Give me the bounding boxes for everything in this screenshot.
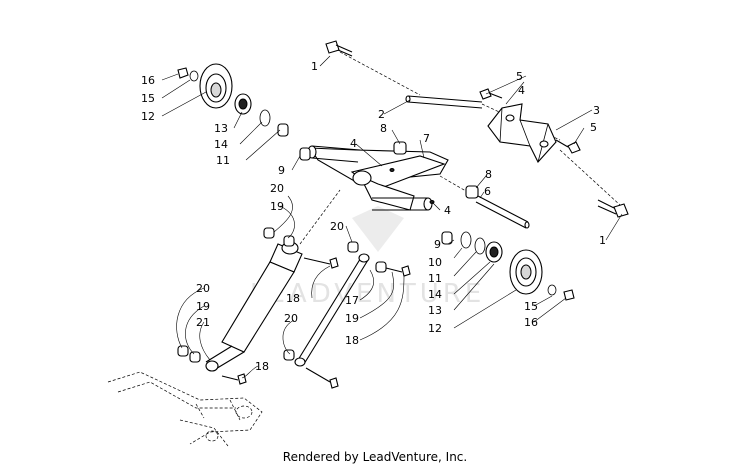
callout-18-right: 18	[345, 334, 359, 347]
callout-1-bottom: 1	[599, 234, 606, 247]
bolt-part-1-lower	[597, 199, 629, 218]
callout-20-center: 20	[330, 220, 344, 233]
bushing-8-lower	[465, 185, 479, 199]
callout-9-right: 9	[434, 238, 441, 251]
callout-2: 2	[378, 108, 385, 121]
callout-14-right: 14	[428, 288, 442, 301]
callout-13-right: 13	[428, 304, 442, 317]
callout-19-mid: 19	[345, 312, 359, 325]
callout-16-left: 16	[141, 74, 155, 87]
wheel-right	[441, 231, 575, 301]
callout-15-left: 15	[141, 92, 155, 105]
callout-21: 21	[196, 316, 210, 329]
callout-11-right: 11	[428, 272, 442, 285]
wheel-left	[177, 63, 311, 161]
callout-8-upper: 8	[380, 122, 387, 135]
callout-18-lower: 18	[255, 360, 269, 373]
callout-6: 6	[484, 185, 491, 198]
callout-17: 17	[345, 294, 359, 307]
link-rod	[283, 241, 411, 389]
callout-13-left: 13	[214, 122, 228, 135]
callout-8-lower: 8	[485, 168, 492, 181]
callout-14-left: 14	[214, 138, 228, 151]
bracket-bolt-5-upper	[479, 88, 503, 100]
callout-4-right: 4	[518, 84, 525, 97]
callout-5-top: 5	[516, 70, 523, 83]
callout-12-left: 12	[141, 110, 155, 123]
shock-absorber	[205, 189, 341, 385]
lower-frame	[107, 371, 263, 447]
callout-7: 7	[423, 132, 430, 145]
mounting-bracket	[487, 103, 557, 163]
spacers-left	[177, 227, 295, 363]
watermark: LEADVENTURE	[250, 206, 485, 309]
callout-15-right: 15	[524, 300, 538, 313]
pivot-rod	[439, 175, 530, 229]
callout-4-upper: 4	[350, 137, 357, 150]
callout-labels: 1 2 3 4 4 4 5 5 1 8 7 8 6 16 15 12 13 14…	[141, 60, 606, 373]
callout-1-top: 1	[311, 60, 318, 73]
callout-19-lower: 19	[196, 300, 210, 313]
callout-5-side: 5	[590, 121, 597, 134]
callout-12-right: 12	[428, 322, 442, 335]
render-credit: Rendered by LeadVenture, Inc.	[282, 450, 468, 464]
bracket-bolt-5-lower	[555, 139, 581, 154]
callout-3: 3	[593, 104, 600, 117]
callout-16-right: 16	[524, 316, 538, 329]
callout-11-left: 11	[216, 154, 230, 167]
callout-19-left-upper: 19	[270, 200, 284, 213]
callout-10: 10	[428, 256, 442, 269]
callout-9-left: 9	[278, 164, 285, 177]
callout-4-lower: 4	[444, 204, 451, 217]
callout-20-left-upper: 20	[270, 182, 284, 195]
bushing-8-upper	[393, 141, 407, 155]
bolt-part-1-upper	[325, 40, 353, 57]
callout-18-upper: 18	[286, 292, 300, 305]
leader-lines	[161, 55, 623, 379]
a-arm	[307, 145, 449, 211]
callout-20-mid: 20	[284, 312, 298, 325]
callout-20-lower: 20	[196, 282, 210, 295]
watermark-text: LEADVENTURE	[250, 279, 485, 309]
